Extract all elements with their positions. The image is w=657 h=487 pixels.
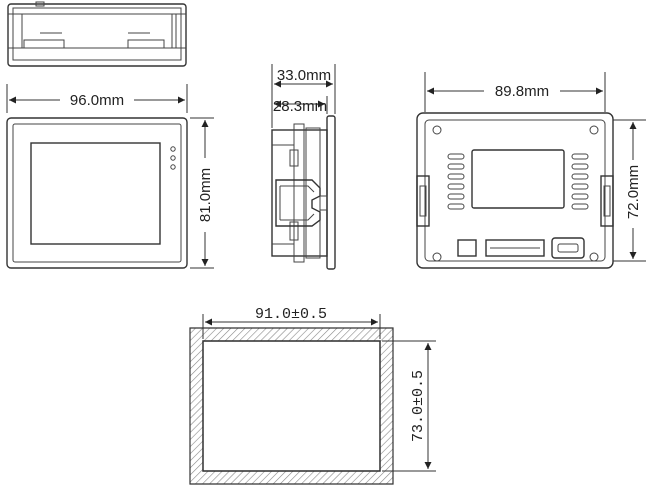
- front-height-dimension: 81.0mm: [190, 117, 214, 269]
- back-height-label: 72.0mm: [625, 165, 642, 219]
- side-depth-label: 28.3mm: [273, 98, 327, 115]
- led-indicator: [170, 155, 176, 161]
- back-width-dimension: 89.8mm: [424, 72, 606, 112]
- back-label-window: [471, 149, 565, 209]
- cutout-height-dimension: 73.0±0.5: [382, 340, 436, 472]
- cutout-height-label: 73.0±0.5: [410, 370, 427, 442]
- front-screen: [30, 142, 161, 245]
- front-height-label: 81.0mm: [197, 168, 214, 222]
- top-view: [7, 1, 187, 67]
- led-indicator: [170, 164, 176, 170]
- back-port: [457, 239, 477, 257]
- back-width-label: 89.8mm: [495, 83, 549, 100]
- back-view: [416, 112, 614, 269]
- panel-cutout: [189, 327, 394, 485]
- front-width-label: 96.0mm: [70, 92, 124, 109]
- back-connector: [485, 239, 545, 257]
- back-height-dimension: 72.0mm: [613, 119, 646, 262]
- led-indicator: [170, 146, 176, 152]
- side-view: [271, 115, 336, 270]
- cutout-width-dimension: 91.0±0.5: [202, 306, 381, 339]
- cutout-width-label: 91.0±0.5: [255, 306, 327, 323]
- back-usb-port: [551, 237, 585, 259]
- front-view: [6, 117, 188, 269]
- side-depth-dimensions: 33.0mm 28.3mm: [271, 64, 336, 128]
- side-total-depth-label: 33.0mm: [277, 67, 331, 84]
- front-width-dimension: 96.0mm: [6, 84, 188, 113]
